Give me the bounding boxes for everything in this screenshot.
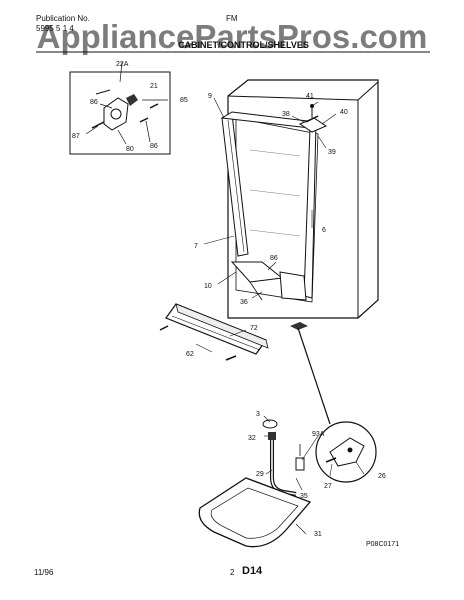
callout-10: 10 bbox=[204, 283, 212, 290]
callout-26: 26 bbox=[378, 473, 386, 480]
callout-labels: 22A 21 86 85 87 80 86 9 41 38 40 39 6 7 … bbox=[72, 61, 386, 538]
callout-86b: 86 bbox=[150, 143, 158, 150]
callout-21: 21 bbox=[150, 83, 158, 90]
callout-40: 40 bbox=[340, 109, 348, 116]
footer-section-code: D14 bbox=[242, 565, 263, 577]
callout-39: 39 bbox=[328, 149, 336, 156]
callout-80: 80 bbox=[126, 146, 134, 153]
callout-38: 38 bbox=[282, 111, 290, 118]
callout-9: 9 bbox=[208, 93, 212, 100]
leader-lines bbox=[195, 97, 365, 535]
callout-29: 29 bbox=[256, 471, 264, 478]
drain-pan bbox=[198, 477, 312, 548]
callout-31: 31 bbox=[314, 531, 322, 538]
callout-7: 7 bbox=[194, 243, 198, 250]
toe-grille bbox=[159, 303, 269, 361]
control-inset bbox=[69, 61, 171, 155]
watermark: AppliancePartsPros.com bbox=[37, 18, 428, 55]
callout-41: 41 bbox=[306, 93, 314, 100]
section-title: CABINET/CONTROL/SHELVES bbox=[178, 40, 309, 50]
footer-date: 11/96 bbox=[34, 568, 54, 577]
publication-label: Publication No. bbox=[36, 14, 90, 23]
callout-35: 35 bbox=[300, 493, 308, 500]
publication-number: 5995 5 1 4 bbox=[36, 24, 74, 33]
callout-72: 72 bbox=[250, 325, 258, 332]
footer-page-number: 2 bbox=[230, 568, 235, 577]
figure-code: P08C0171 bbox=[366, 541, 399, 548]
callout-36: 36 bbox=[240, 299, 248, 306]
callout-32: 32 bbox=[248, 435, 256, 442]
callout-86c: 86 bbox=[270, 255, 278, 262]
callout-93a: 93A bbox=[312, 431, 325, 438]
hinge-detail-circle bbox=[297, 327, 377, 483]
callout-3: 3 bbox=[256, 411, 260, 418]
callout-86a: 86 bbox=[90, 99, 98, 106]
callout-27: 27 bbox=[324, 483, 332, 490]
callout-62: 62 bbox=[186, 351, 194, 358]
callout-87: 87 bbox=[72, 133, 80, 140]
model-code: FM bbox=[226, 14, 238, 23]
callout-6: 6 bbox=[322, 227, 326, 234]
callout-22a: 22A bbox=[116, 61, 129, 68]
cabinet bbox=[220, 79, 379, 330]
drain-parts bbox=[262, 419, 305, 496]
callout-85: 85 bbox=[180, 97, 188, 104]
